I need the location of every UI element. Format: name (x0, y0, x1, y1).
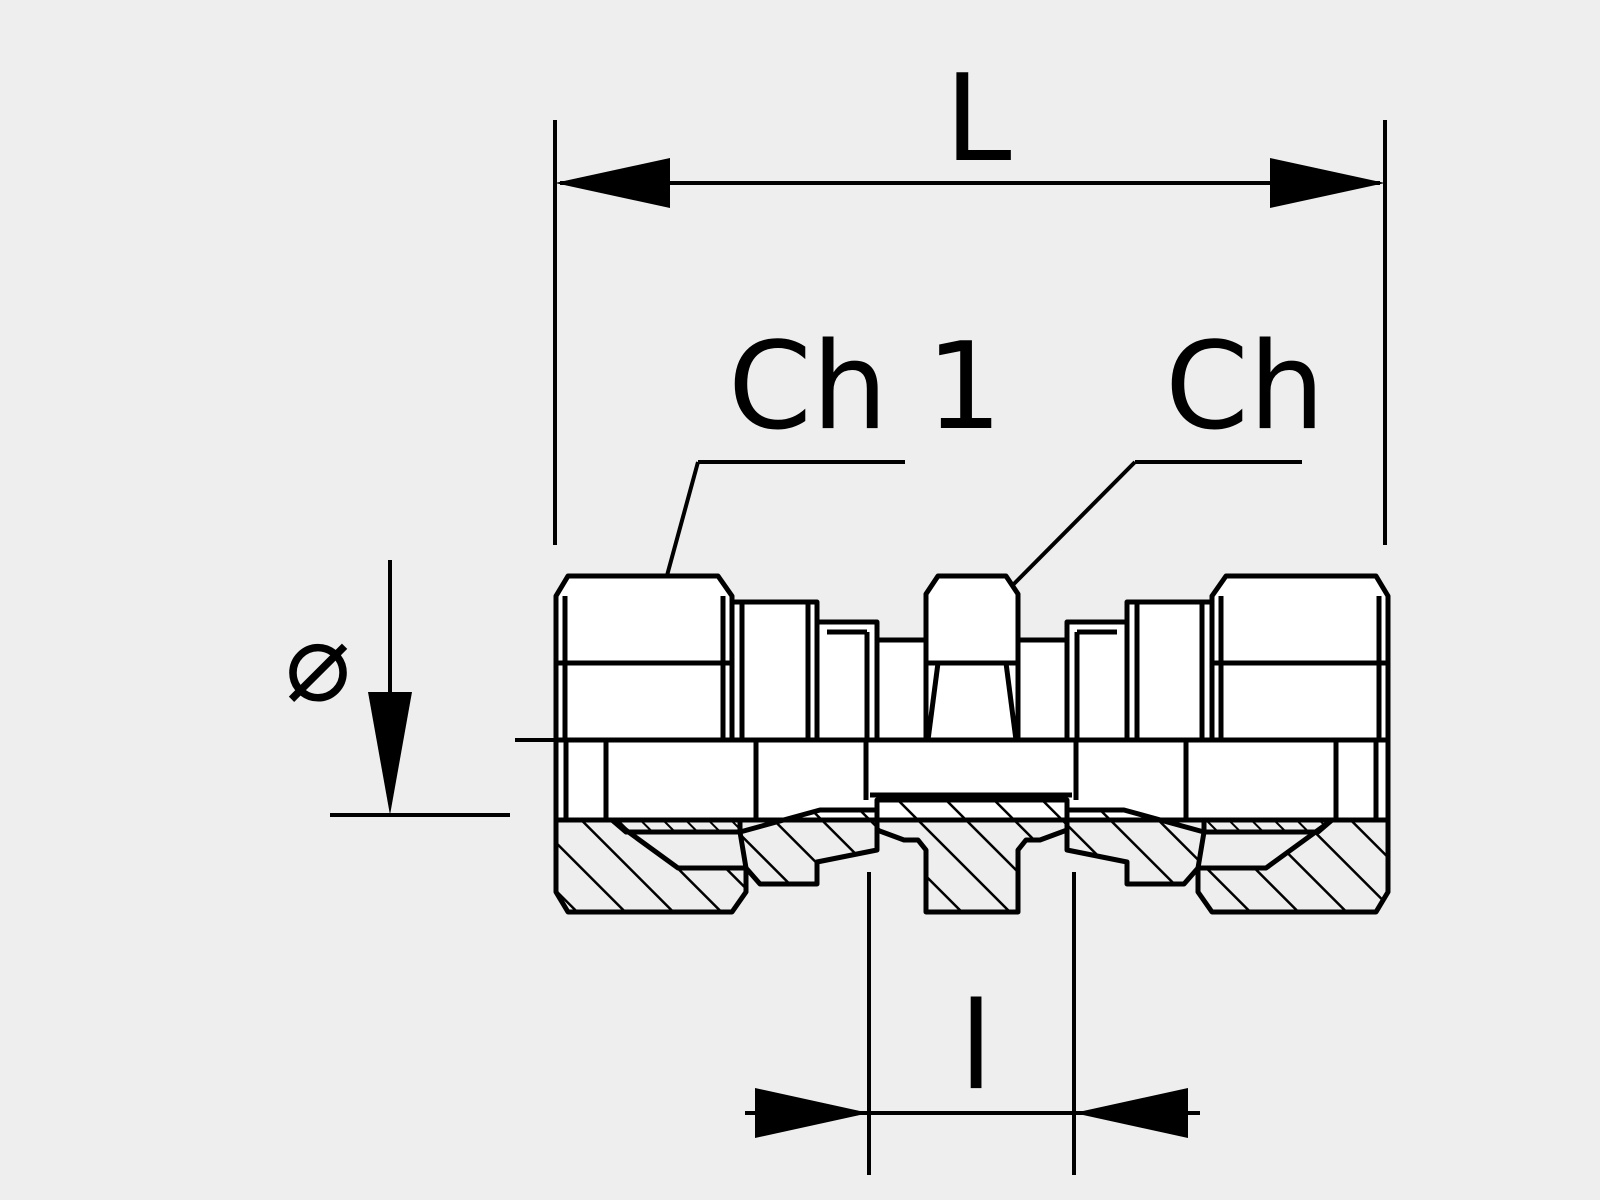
diameter-symbol: ⌀ (285, 598, 351, 726)
left-body-section (737, 807, 880, 887)
diameter-arrowhead (368, 692, 412, 815)
right-olive-section (1201, 817, 1335, 835)
arrowhead-left (555, 158, 670, 208)
right-nut-section (1195, 817, 1391, 915)
inner-arrowhead-left (755, 1088, 869, 1138)
right-collar (1124, 599, 1215, 743)
left-olive-section (609, 817, 743, 835)
right-body-section (1064, 807, 1207, 887)
center-hex (923, 573, 1021, 743)
length-label: L (945, 50, 1012, 189)
left-nut-section (553, 817, 749, 915)
center-body-section (874, 797, 1070, 915)
left-hex-nut (553, 573, 735, 743)
body-wrench-label: Ch (1165, 318, 1325, 457)
inner-length-dimension (745, 872, 1200, 1175)
right-hex-nut (1209, 573, 1391, 743)
nut-wrench-label: Ch 1 (728, 318, 1002, 457)
inner-length-label: l (959, 978, 992, 1117)
inner-arrowhead-right (1074, 1088, 1188, 1138)
overall-length-dimension (553, 120, 1387, 545)
fitting-section-view (553, 737, 1391, 915)
left-collar (729, 599, 820, 743)
arrowhead-right (1270, 158, 1385, 208)
diameter-dimension (330, 560, 560, 817)
fitting-exterior-view (553, 573, 1391, 743)
